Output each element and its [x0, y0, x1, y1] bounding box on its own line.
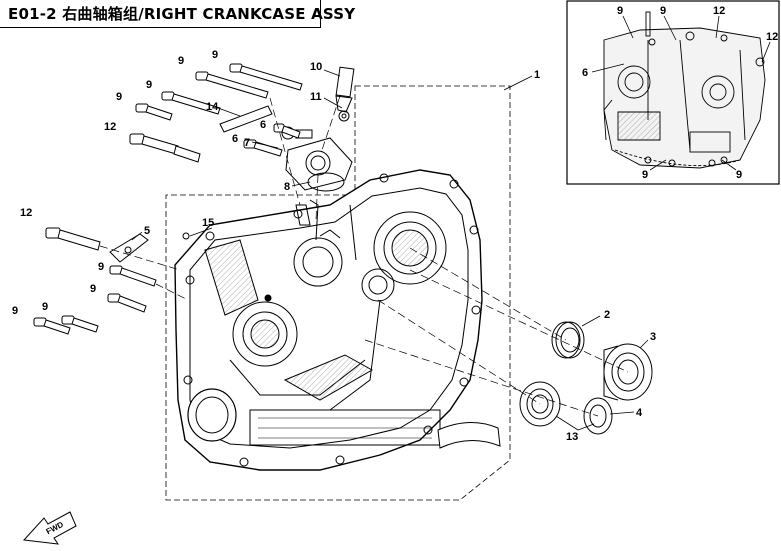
callout-12-a: 12 — [104, 121, 116, 133]
callout-9-b: 9 — [212, 49, 218, 61]
inset-panel: 9 9 12 12 6 9 9 — [566, 0, 780, 185]
callout-9-e: 9 — [98, 261, 104, 273]
inset-callout-9-mid: 9 — [660, 5, 666, 17]
inset-callout-9-left: 9 — [617, 5, 623, 17]
callout-11: 11 — [310, 91, 322, 103]
callout-12-b: 12 — [20, 207, 32, 219]
bolt-6-b — [273, 123, 301, 139]
bolt-9-d — [135, 103, 173, 121]
bolt-9-e — [109, 265, 157, 287]
callout-6-lower: 6 — [232, 133, 238, 145]
callout-14: 14 — [206, 101, 219, 113]
callout-7: 7 — [244, 137, 250, 149]
callout-9-c: 9 — [146, 79, 152, 91]
bolt-9-c — [161, 91, 221, 115]
callout-9-a: 9 — [178, 55, 184, 67]
inset-callout-12-right: 12 — [766, 31, 778, 43]
bushing — [437, 422, 501, 449]
alignment-lines — [99, 95, 629, 417]
dowel-15 — [182, 232, 190, 240]
callout-5: 5 — [144, 225, 150, 237]
callout-9-h: 9 — [42, 301, 48, 313]
bolts — [33, 63, 303, 335]
callout-13: 13 — [566, 431, 578, 443]
bolt-9-f — [107, 293, 147, 313]
bolt-9-h — [61, 315, 99, 333]
bolt-9-a — [195, 71, 269, 99]
callout-4: 4 — [636, 407, 643, 419]
callout-9-d: 9 — [116, 91, 122, 103]
bolt-6-a — [243, 139, 283, 157]
inset-callout-12-top: 12 — [713, 5, 725, 17]
inset-engine-drawing — [603, 11, 766, 169]
oil-seal-2 — [551, 321, 585, 359]
callout-15: 15 — [202, 217, 214, 229]
bolt-9-g — [33, 317, 71, 335]
fwd-arrow-icon: FWD — [22, 511, 77, 545]
bolt-9-b — [229, 63, 303, 91]
callout-9-f: 9 — [90, 283, 96, 295]
inset-callout-9-bottom-left: 9 — [642, 169, 648, 181]
inset-callout-9-bottom-right: 9 — [736, 169, 742, 181]
callout-6-upper: 6 — [260, 119, 266, 131]
callout-2: 2 — [604, 309, 610, 321]
leader-lines — [131, 69, 649, 431]
title-box: E01-2 右曲轴箱组/RIGHT CRANKCASE ASSY — [0, 0, 355, 28]
callout-9-g: 9 — [12, 305, 18, 317]
inset-callout-6: 6 — [582, 67, 588, 79]
bearing-13 — [519, 381, 561, 427]
breather-parts — [219, 66, 355, 192]
bracket-5 — [109, 233, 149, 263]
callout-1: 1 — [534, 69, 540, 81]
callout-3: 3 — [650, 331, 656, 343]
diagram-title: E01-2 右曲轴箱组/RIGHT CRANKCASE ASSY — [8, 5, 356, 23]
inset-leaders — [591, 15, 771, 171]
crankcase-drawing — [174, 169, 483, 471]
callout-10: 10 — [310, 61, 322, 73]
callout-8: 8 — [284, 181, 290, 193]
assembly-frame — [165, 85, 511, 501]
bolt-12-a — [129, 133, 201, 163]
bolt-12-b — [45, 227, 101, 251]
